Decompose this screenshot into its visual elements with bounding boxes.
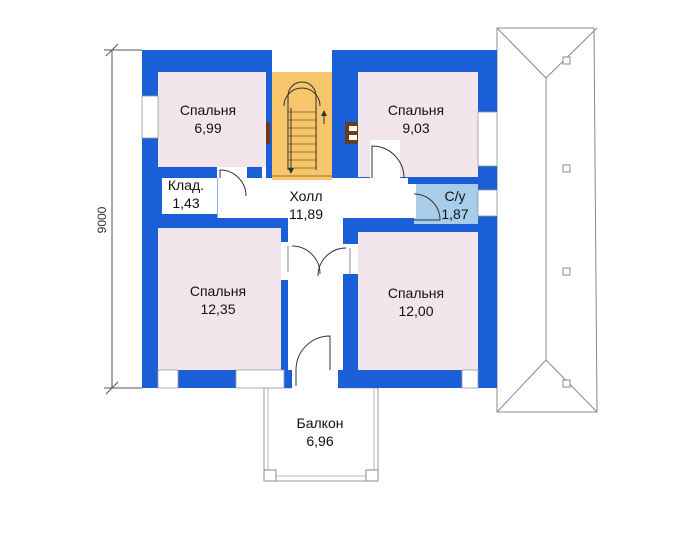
door-swing-icon — [317, 247, 347, 277]
roof-vent-icon — [562, 164, 571, 173]
room-area: 1,87 — [441, 206, 468, 222]
room-name: Балкон — [297, 415, 344, 431]
dimension-label: 9000 — [95, 206, 109, 233]
roof-vent-icon — [562, 56, 571, 65]
door-swing-icon — [295, 335, 331, 386]
window — [477, 189, 498, 217]
room-name: Спальня — [190, 283, 246, 299]
room-name: Холл — [290, 188, 323, 204]
room-name: Клад. — [168, 177, 204, 193]
room-area: 6,99 — [194, 120, 221, 136]
door-swing-icon — [219, 169, 247, 197]
room-bedroom-1 — [158, 72, 266, 167]
room-storage — [162, 178, 210, 214]
room-name: Спальня — [180, 102, 236, 118]
staircase — [272, 72, 332, 180]
room-area: 1,43 — [172, 195, 199, 211]
room-bathroom — [414, 184, 478, 224]
roof-vent-icon — [562, 379, 571, 388]
roof-vent-icon — [562, 267, 571, 276]
window — [141, 95, 159, 139]
room-area: 12,00 — [398, 303, 433, 319]
window — [235, 369, 285, 389]
window — [477, 111, 498, 167]
room-name: Спальня — [388, 102, 444, 118]
roof-outline — [496, 27, 598, 413]
room-bedroom-3 — [158, 228, 281, 370]
room-area: 12,35 — [200, 301, 235, 317]
room-area: 11,89 — [289, 206, 323, 222]
room-area: 6,96 — [306, 433, 333, 449]
window — [157, 369, 179, 389]
window — [461, 369, 479, 389]
door-swing-icon — [371, 145, 405, 179]
room-area: 9,03 — [402, 120, 429, 136]
chimney-right — [345, 122, 361, 144]
door-swing-icon — [413, 193, 441, 221]
door-swing-icon — [291, 245, 321, 275]
windows — [141, 95, 498, 389]
room-labels: Спальня 6,99 Спальня 9,03 Клад. 1,43 Хол… — [168, 102, 469, 449]
room-bedroom-4 — [358, 232, 478, 370]
dimension-line: 9000 — [95, 43, 142, 395]
doors — [210, 140, 441, 392]
room-name: С/у — [445, 188, 466, 204]
room-name: Спальня — [388, 285, 444, 301]
